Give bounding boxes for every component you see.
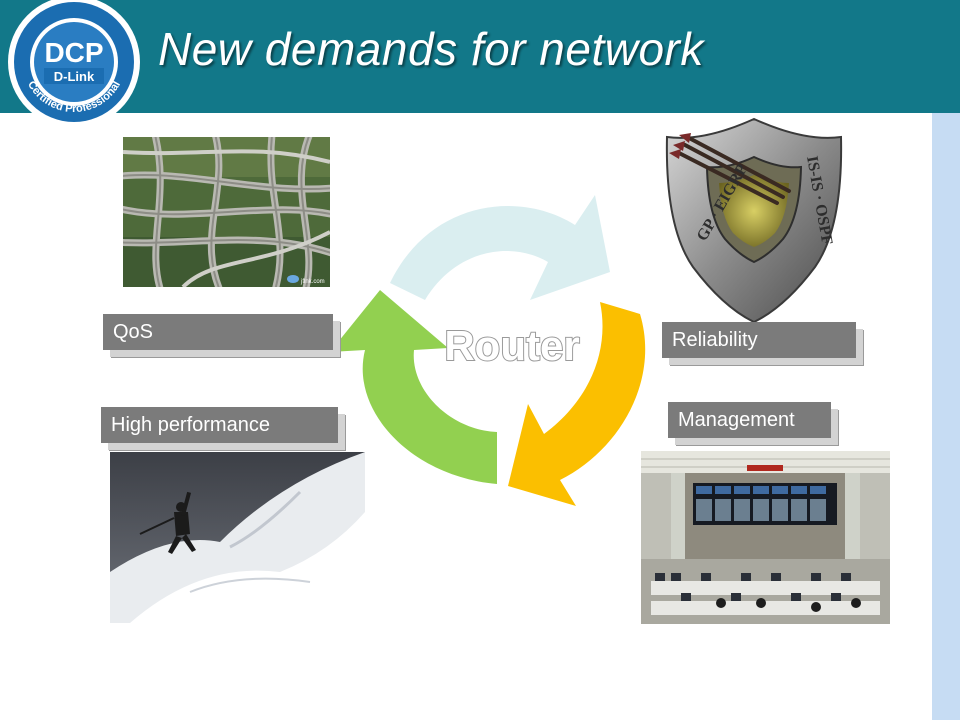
cycle-arrow-top (390, 195, 610, 300)
label-reliability: Reliability (662, 322, 856, 358)
label-qos: QoS (103, 314, 333, 350)
logo-brand-text: D-Link (54, 69, 95, 84)
mountain-climber-photo (110, 452, 365, 623)
slide-title: New demands for network (158, 23, 704, 75)
label-high-performance: High performance (101, 407, 338, 443)
label-management: Management (668, 402, 831, 438)
dcp-dlink-logo: DCP D-Link Certified Professional (8, 0, 140, 126)
cycle-arrow-left (330, 290, 497, 484)
highway-photo-caption: jflnk.com (300, 279, 325, 285)
right-accent-strip (932, 113, 960, 720)
protocol-shield-image: GP · EIGRP IS-IS · OSPF (665, 117, 843, 322)
cycle-arrow-right (508, 302, 646, 506)
highway-interchange-photo: jflnk.com (123, 137, 330, 287)
title-bar (0, 0, 960, 113)
control-room-photo (641, 451, 890, 624)
logo-main-text: DCP (44, 37, 103, 68)
router-center-label: Router (444, 322, 579, 369)
router-cycle-diagram: Router (330, 195, 646, 506)
